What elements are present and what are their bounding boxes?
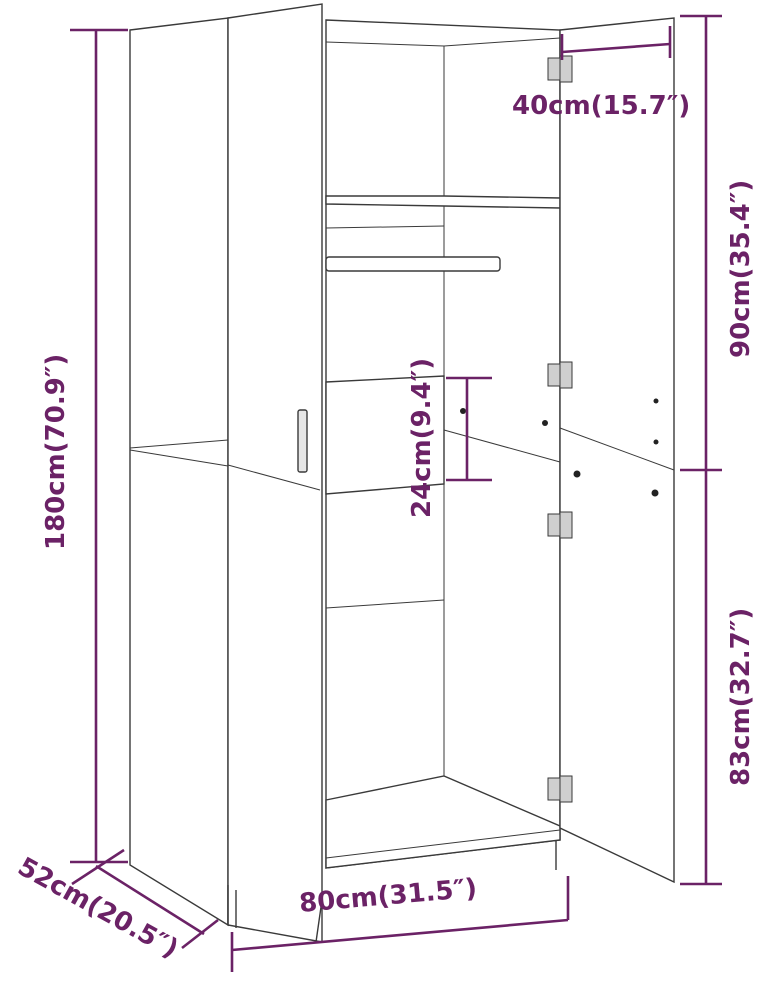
drawer (325, 375, 445, 495)
left-side-panel (129, 17, 229, 927)
dimension-label-total-height: 180cm(70.9″) (41, 354, 71, 550)
wardrobe-drawing (129, 3, 675, 943)
hinge-top (547, 55, 573, 83)
right-door-open (559, 17, 675, 884)
hinge-lower-middle (547, 511, 573, 539)
dimension-label-door-depth: 40cm(15.7″) (512, 91, 690, 121)
hanging-rail (325, 256, 501, 272)
dimension-lines (70, 14, 722, 972)
hinge-upper-middle (547, 361, 573, 389)
dimension-label-width: 80cm(31.5″) (298, 874, 478, 919)
left-door (227, 3, 323, 943)
bottom-base (325, 775, 561, 869)
dimension-label-lower-height: 83cm(32.7″) (726, 608, 756, 786)
dimension-label-upper-height: 90cm(35.4″) (726, 180, 756, 358)
hinge-bottom (547, 775, 573, 803)
door-handle (297, 409, 308, 473)
dimension-label-drawer-height: 24cm(9.4″) (407, 358, 437, 518)
